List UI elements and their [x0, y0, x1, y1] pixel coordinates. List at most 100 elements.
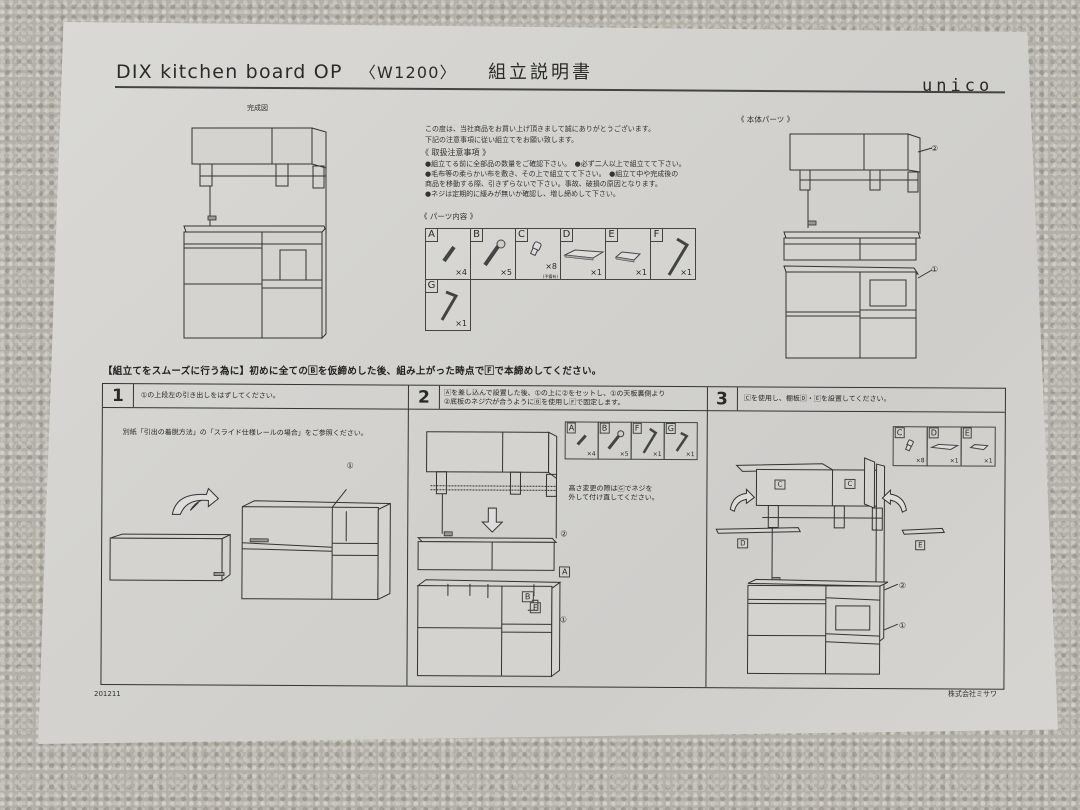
bolt-icon — [607, 430, 625, 450]
height-note-line-1: 高さ変更の際は🄶でネジを — [568, 484, 653, 493]
step-2-part-b: B ×5 — [597, 421, 632, 460]
shelf-board-small-icon — [969, 444, 989, 451]
step-3-instruction: 🄲を使用し、棚板🄳・🄴を設置してください。 — [743, 394, 891, 404]
caution-item: 商品を移動する際、引きずらないで下さい。事故、破損の原因となります。 — [425, 180, 662, 188]
step-2-line-2: ②底板のネジ穴が合うように🄱を使用し🄵で固定します。 — [443, 397, 625, 407]
caution-item: ●組立てる前に全部品の数量をご確認下さい。 ●必ず二人以上で組立てて下さい。 — [425, 160, 686, 168]
document-title: DIX kitchen board OP 〈W1200〉 組立説明書 — [116, 58, 593, 84]
intro-text: この度は、当社商品をお買い上げ頂きまして誠にありがとうございます。 下記の注意事… — [425, 124, 655, 146]
step-2-part-a: A ×4 — [564, 421, 599, 460]
step-3-part-e: E ×1 — [960, 426, 996, 467]
step-3-number: 3 — [715, 389, 728, 410]
caution-item: ●毛布等の柔らかい布を敷き、その上で組立てて下さい。 ●組立て中や完成後の — [425, 170, 679, 178]
step-2-label-b: B — [521, 591, 534, 603]
intro-line-2: 下記の注意事項に従い組立てをお願い致します。 — [425, 136, 579, 144]
part-qty: ×4 — [586, 450, 596, 458]
step-1-instruction: ①の上段左の引き出しをはずしてください。 — [140, 391, 280, 400]
part-cell-e: E ×1 — [605, 228, 651, 280]
shelf-board-large-icon — [563, 249, 605, 261]
step-2-label-a: A — [558, 566, 571, 578]
document-title-jp: 組立説明書 — [488, 62, 594, 83]
part-label: E — [962, 427, 972, 439]
part-label: D — [928, 427, 939, 439]
step-1-illustration — [109, 487, 391, 601]
steps-frame: 1 ①の上段左の引き出しをはずしてください。 2 🄰を差し込んで設置した後、①の… — [100, 383, 1006, 690]
step-divider — [705, 387, 708, 688]
part-qty: ×1 — [455, 319, 467, 328]
part-qty: ×1 — [635, 268, 647, 277]
product-name: DIX kitchen board OP — [116, 61, 343, 83]
part-cell-b: B ×5 — [470, 228, 516, 280]
hex-key-small-icon — [440, 290, 459, 321]
part-qty: ×1 — [680, 268, 692, 277]
parts-heading: 《 パーツ内容 》 — [420, 212, 478, 221]
model-width: 〈W1200〉 — [359, 63, 457, 82]
part-qty: ×1 — [590, 268, 602, 277]
step-2-callout-2: ② — [560, 529, 568, 539]
part-label: B — [471, 229, 483, 242]
body-parts-heading: 《 本体パーツ 》 — [737, 115, 795, 124]
part-cell-g: G ×1 — [425, 279, 471, 331]
dowel-icon — [442, 245, 456, 263]
part-label: F — [651, 229, 663, 242]
step-1-note: 別紙「引出の着脱方法」の「スライド仕様レールの場合」をご参照ください。 — [122, 428, 368, 438]
part-label: C — [894, 427, 905, 439]
step-2-number: 2 — [417, 387, 430, 408]
callout-part-1: ① — [931, 265, 939, 274]
step-1-callout-1: ① — [346, 461, 354, 471]
step-3-label-e: E — [915, 540, 926, 551]
step-2-part-f: F ×1 — [630, 421, 665, 460]
step-3-label-c-right: C — [844, 478, 856, 489]
part-qty: ×8 — [545, 262, 557, 271]
shelf-pin-icon — [904, 439, 914, 452]
step-3-callout-1: ① — [898, 621, 906, 631]
part-qty: ×1 — [685, 451, 695, 459]
company-name: 株式会社ミサワ — [948, 690, 997, 698]
hex-key-small-icon — [675, 431, 689, 452]
completed-cabinet-illustration — [183, 127, 327, 340]
step-3-part-d: D ×1 — [926, 426, 962, 467]
bolt-icon — [483, 239, 506, 267]
hex-key-large-icon — [667, 237, 690, 276]
step-divider — [406, 385, 409, 686]
intro-line-1: この度は、当社商品をお買い上げ頂きまして誠にありがとうございます。 — [425, 125, 656, 133]
dowel-icon — [576, 434, 587, 446]
shelf-board-small-icon — [614, 251, 642, 263]
step-2-callout-1: ① — [559, 615, 567, 625]
step-3-part-c: C ×8 — [892, 426, 928, 467]
height-note-line-2: 外して付け直してください。 — [568, 493, 659, 502]
step-3-callout-2: ② — [898, 581, 907, 591]
step-number-divider — [438, 385, 440, 409]
assembly-tip-banner: 【組立てをスムーズに行う為に】初めに全ての🄱を仮締めした後、組み上がった時点で🄵… — [103, 366, 602, 377]
part-cell-f: F ×1 — [650, 228, 696, 280]
part-qty: ×1 — [652, 450, 662, 458]
cautions-list: ●組立てる前に全部品の数量をご確認下さい。 ●必ず二人以上で組立てて下さい。 ●… — [425, 159, 686, 199]
step-2-label-f: F — [529, 602, 541, 614]
step-number-divider — [132, 384, 134, 408]
part-qty: ×5 — [500, 268, 512, 277]
hex-key-large-icon — [642, 427, 658, 454]
part-label: E — [606, 229, 618, 242]
part-label: C — [516, 229, 528, 242]
step-3-illustration — [715, 457, 946, 675]
part-cell-c: C ×8 (予備有) — [515, 228, 561, 280]
step-2-illustration — [416, 431, 562, 678]
part-label: G — [426, 280, 438, 293]
step-3-label-d: D — [737, 538, 749, 549]
part-label: A — [426, 229, 438, 242]
caution-item: ●ネジは定期的に緩みが無いか確認し、増し締めして下さい。 — [425, 190, 620, 198]
part-note: (予備有) — [542, 274, 558, 279]
body-parts-illustration — [783, 133, 933, 359]
date-code: 201211 — [94, 690, 121, 698]
step-2-instruction: 🄰を差し込んで設置した後、①の上に②をセットし、①の天板裏側より ②底板のネジ穴… — [444, 389, 665, 408]
part-qty: ×5 — [619, 450, 629, 458]
part-label: D — [561, 229, 573, 242]
step-number-divider — [736, 387, 738, 411]
completed-view-caption: 完成図 — [247, 104, 268, 112]
shelf-board-large-icon — [929, 443, 960, 450]
steps-header-divider — [102, 407, 1005, 413]
shelf-pin-icon — [529, 241, 542, 257]
step-3-label-c-left: C — [774, 479, 786, 490]
step-2-part-g: G ×1 — [663, 421, 698, 461]
part-cell-d: D ×1 — [560, 228, 606, 280]
